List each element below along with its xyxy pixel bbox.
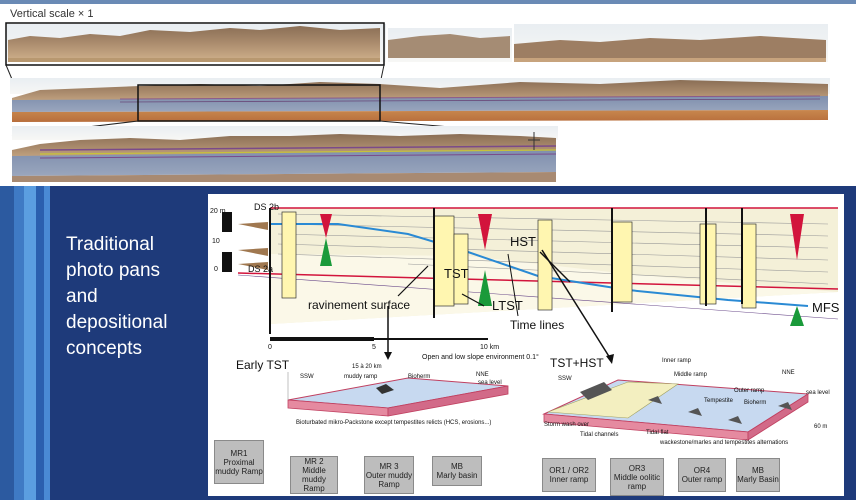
sea-level-left-label: sea level [478, 380, 502, 386]
early-tst-label: Early TST [236, 358, 290, 372]
wackestone-label: wackestone/marles and tempestites altern… [660, 440, 789, 446]
facies-name: Marly Basin [737, 475, 779, 484]
scale-20m-label: 20 m [210, 208, 226, 215]
km-5-label: 5 [372, 344, 376, 351]
time-lines-label: Time lines [510, 318, 565, 332]
facies-code: MB [451, 462, 463, 471]
nne-right-label: NNE [782, 370, 795, 376]
side-text: Traditional photo pans and depositional … [66, 232, 216, 362]
tempestite-label: Tempestite [704, 398, 734, 404]
photo-strip-3 [12, 126, 558, 182]
photo-pan-graphic [5, 22, 830, 182]
top-border [0, 0, 856, 4]
tst-hst-block [542, 379, 810, 441]
km-0-label: 0 [268, 344, 272, 351]
tidal-flat-label: Tidal flat [646, 430, 669, 436]
outer-ramp-label: Outer ramp [734, 388, 765, 394]
facies-code: MR 3 [379, 461, 399, 471]
ravinement-label: ravinement surface [308, 298, 411, 312]
facies-name: Marly basin [436, 471, 478, 480]
facies-name: Outer muddy Ramp [365, 470, 413, 489]
scale-0-label: 0 [214, 266, 218, 273]
facies-name: Outer ramp [681, 475, 723, 484]
scale-10-label: 10 [212, 238, 220, 245]
early-tst-block [287, 372, 509, 417]
side-text-line: concepts [66, 338, 143, 359]
tst-label: TST [444, 266, 469, 281]
facies-code: MB [751, 466, 764, 475]
vertical-scale-label: Vertical scale × 1 [10, 8, 94, 20]
middle-ramp-label: Middle ramp [674, 372, 708, 378]
side-text-line: and [66, 286, 98, 307]
depth-60-label: 60 m [814, 424, 828, 430]
stripe-1 [0, 186, 14, 500]
ssw-right-label: SSW [558, 376, 572, 382]
photo-strip-2 [10, 78, 830, 122]
ssw-left-label: SSW [300, 374, 314, 380]
sea-level-right-label: sea level [806, 390, 830, 396]
side-text-line: photo pans [66, 260, 161, 281]
muddy-ramp-label: muddy ramp [344, 374, 378, 380]
facies-code: OR1 / OR2 [549, 466, 589, 475]
facies-name: Middle oolitic ramp [613, 472, 661, 491]
facies-name: Proximal muddy Ramp [215, 457, 263, 476]
storm-wash-label: Storm wash over [544, 422, 590, 428]
side-text-line: depositional [66, 312, 168, 333]
facies-name: Middle muddy Ramp [301, 466, 326, 493]
stripe-2 [14, 186, 24, 500]
stratigraphic-diagram [222, 207, 839, 441]
facies-name: Inner ramp [549, 475, 589, 484]
stripe-4 [36, 186, 44, 500]
facies-code: OR4 [693, 466, 711, 475]
environment-label: Open and low slope environment 0.1° [422, 354, 539, 361]
bioturbated-label: Bioturbated mikro-Packstone except tempe… [296, 420, 492, 426]
bioherm-label: Bioherm [408, 374, 431, 380]
photo-strip-1 [5, 22, 828, 66]
mfs-label: MFS [812, 300, 840, 315]
km-10-label: 10 km [480, 344, 500, 351]
ds2b-label: DS 2b [254, 202, 280, 212]
bioherm-right-label: Bioherm [744, 400, 767, 406]
distance-label: 15 à 20 km [352, 364, 382, 370]
facies-code: OR3 [628, 463, 646, 473]
facies-code: MR 2 [304, 457, 324, 466]
photo-pan-panel: Vertical scale × 1 [0, 0, 856, 186]
nne-left-label: NNE [476, 372, 489, 378]
inner-ramp-label: Inner ramp [662, 358, 692, 364]
facies-code: MR1 [230, 448, 248, 458]
tst-hst-label: TST+HST [550, 356, 604, 370]
stripe-3 [24, 186, 36, 500]
ds2a-label: DS 2a [248, 264, 274, 274]
ltst-label: LTST [492, 298, 523, 313]
stripe-5 [44, 186, 50, 500]
side-text-line: Traditional [66, 234, 155, 255]
hst-label: HST [510, 234, 536, 249]
tidal-channels-label: Tidal channels [580, 432, 619, 438]
depositional-figure: 20 m 10 0 DS 2b DS 2a ravinement surface… [208, 194, 844, 496]
